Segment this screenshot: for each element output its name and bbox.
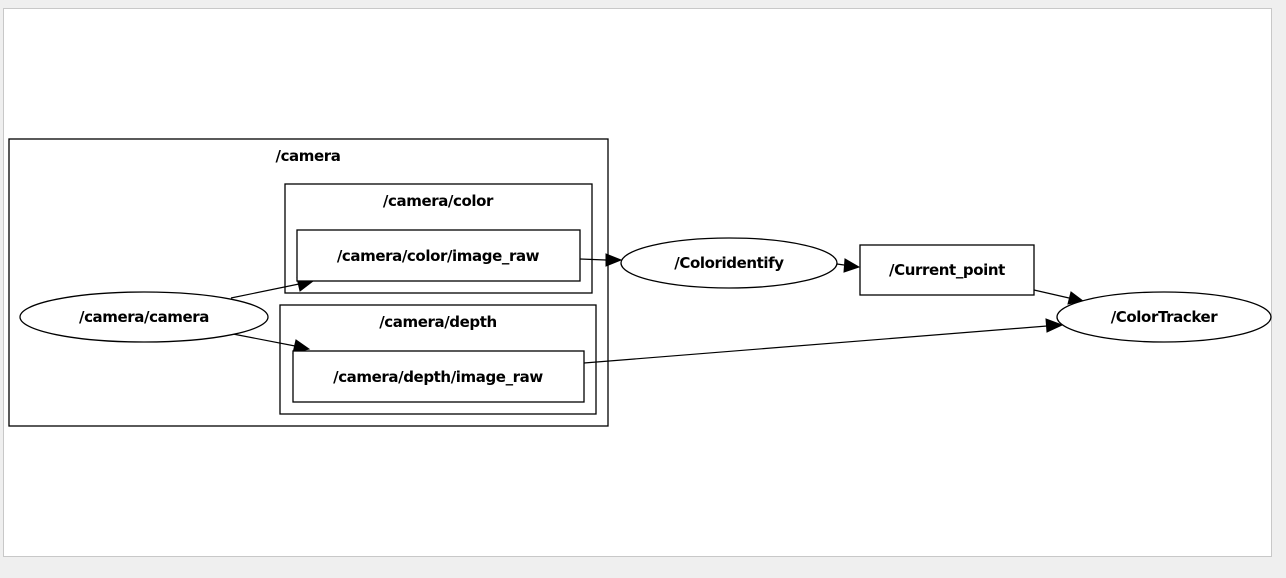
node-current-point[interactable]: /Current_point	[859, 244, 1035, 296]
graph-canvas: /camera /camera/color /camera/depth	[3, 8, 1272, 557]
cluster-camera-border	[8, 138, 609, 427]
cluster-camera-depth[interactable]: /camera/depth	[279, 304, 597, 415]
node-coloridentify-label: /Coloridentify	[674, 254, 784, 272]
edge-current-point-to-colortracker	[1033, 289, 1085, 305]
cluster-camera-depth-label: /camera/depth	[379, 313, 497, 331]
edge-depth-image-to-colortracker	[583, 318, 1064, 364]
cluster-camera[interactable]: /camera	[8, 138, 609, 427]
edge-color-image-to-coloridentify	[579, 253, 623, 267]
node-coloridentify[interactable]: /Coloridentify	[620, 237, 838, 289]
cluster-camera-label: /camera	[275, 147, 340, 165]
cluster-camera-color[interactable]: /camera/color	[284, 183, 593, 294]
edge-coloridentify-to-current-point	[836, 258, 861, 273]
cluster-camera-depth-border	[279, 304, 597, 415]
node-camera-color-image-raw-label: /camera/color/image_raw	[337, 247, 540, 265]
node-colortracker-label: /ColorTracker	[1111, 308, 1219, 326]
node-camera-camera-label: /camera/camera	[79, 308, 209, 326]
node-camera-depth-image-raw[interactable]: /camera/depth/image_raw	[292, 350, 585, 403]
node-camera-depth-image-raw-label: /camera/depth/image_raw	[333, 368, 543, 386]
node-camera-camera[interactable]: /camera/camera	[19, 291, 269, 343]
cluster-camera-color-label: /camera/color	[383, 192, 494, 210]
node-graph: /camera /camera/color /camera/depth	[8, 138, 1272, 427]
edge-camera-to-depth-image	[232, 333, 311, 354]
node-colortracker[interactable]: /ColorTracker	[1056, 291, 1272, 343]
node-current-point-label: /Current_point	[889, 261, 1005, 279]
node-camera-color-image-raw[interactable]: /camera/color/image_raw	[296, 229, 581, 282]
cluster-camera-color-border	[284, 183, 593, 294]
